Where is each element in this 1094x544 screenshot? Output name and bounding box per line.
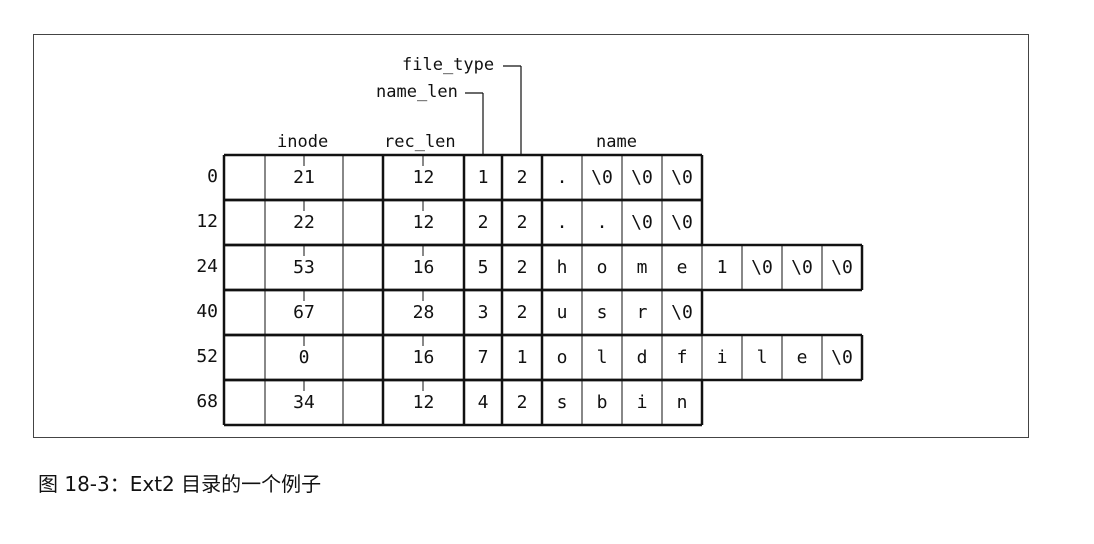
inode-value: 53 xyxy=(293,257,315,278)
name-char-cell: f xyxy=(676,347,688,368)
name-len-value: 4 xyxy=(477,392,489,413)
header-rec-len: rec_len xyxy=(384,132,456,152)
name-len-value: 7 xyxy=(477,347,489,368)
header-inode: inode xyxy=(277,132,329,152)
file-type-value: 1 xyxy=(516,347,528,368)
name-char-cell: . xyxy=(556,212,568,233)
file-type-value: 2 xyxy=(516,212,528,233)
name-char-cell: \0 xyxy=(791,257,813,278)
rec-len-value: 16 xyxy=(412,257,435,278)
figure-caption: 图 18-3：Ext2 目录的一个例子 xyxy=(38,472,322,496)
name-char-cell: b xyxy=(596,392,608,413)
inode-value: 0 xyxy=(298,347,310,368)
inode-value: 67 xyxy=(293,302,315,323)
name-char-cell: u xyxy=(556,302,568,323)
name-char-cell: \0 xyxy=(671,212,693,233)
row-offset-label: 12 xyxy=(196,211,218,232)
name-char-cell: l xyxy=(596,347,608,368)
name-char-cell: \0 xyxy=(631,212,653,233)
inode-value: 22 xyxy=(293,212,315,233)
name-char-cell: i xyxy=(716,347,728,368)
name-char-cell: o xyxy=(596,257,608,278)
name-char-cell: h xyxy=(556,257,568,278)
name-len-value: 2 xyxy=(477,212,489,233)
row-offset-label: 52 xyxy=(196,346,218,367)
name-char-cell: e xyxy=(796,347,808,368)
name-char-cell: . xyxy=(596,212,608,233)
name-char-cell: d xyxy=(636,347,648,368)
header-name-len: name_len xyxy=(376,82,458,102)
name-char-cell: \0 xyxy=(831,257,853,278)
header-name: name xyxy=(596,132,637,152)
row-offset-label: 0 xyxy=(207,166,218,187)
name-char-cell: s xyxy=(556,392,568,413)
file-type-value: 2 xyxy=(516,167,528,188)
name-char-cell: . xyxy=(556,167,568,188)
inode-value: 21 xyxy=(293,167,315,188)
name-char-cell: \0 xyxy=(591,167,613,188)
name-len-value: 1 xyxy=(477,167,489,188)
name-char-cell: \0 xyxy=(751,257,773,278)
rec-len-value: 12 xyxy=(412,392,435,413)
rec-len-value: 16 xyxy=(412,347,435,368)
row-offset-label: 40 xyxy=(196,301,218,322)
rec-len-value: 28 xyxy=(412,302,435,323)
inode-value: 34 xyxy=(293,392,315,413)
name-char-cell: m xyxy=(636,257,648,278)
name-char-cell: e xyxy=(676,257,688,278)
name-char-cell: \0 xyxy=(631,167,653,188)
file-type-value: 2 xyxy=(516,392,528,413)
rec-len-value: 12 xyxy=(412,212,435,233)
figure-frame xyxy=(33,34,1029,438)
file-type-value: 2 xyxy=(516,257,528,278)
name-char-cell: r xyxy=(636,302,648,323)
name-char-cell: n xyxy=(676,392,688,413)
name-char-cell: i xyxy=(636,392,648,413)
name-char-cell: \0 xyxy=(671,302,693,323)
header-file-type: file_type xyxy=(402,55,495,75)
name-char-cell: \0 xyxy=(831,347,853,368)
rec-len-value: 12 xyxy=(412,167,435,188)
name-char-cell: 1 xyxy=(716,257,728,278)
name-char-cell: \0 xyxy=(671,167,693,188)
row-offset-label: 24 xyxy=(196,256,218,277)
name-char-cell: o xyxy=(556,347,568,368)
row-offset-label: 68 xyxy=(196,391,218,412)
name-char-cell: s xyxy=(596,302,608,323)
name-len-value: 3 xyxy=(477,302,489,323)
file-type-value: 2 xyxy=(516,302,528,323)
name-len-value: 5 xyxy=(477,257,489,278)
name-char-cell: l xyxy=(756,347,768,368)
